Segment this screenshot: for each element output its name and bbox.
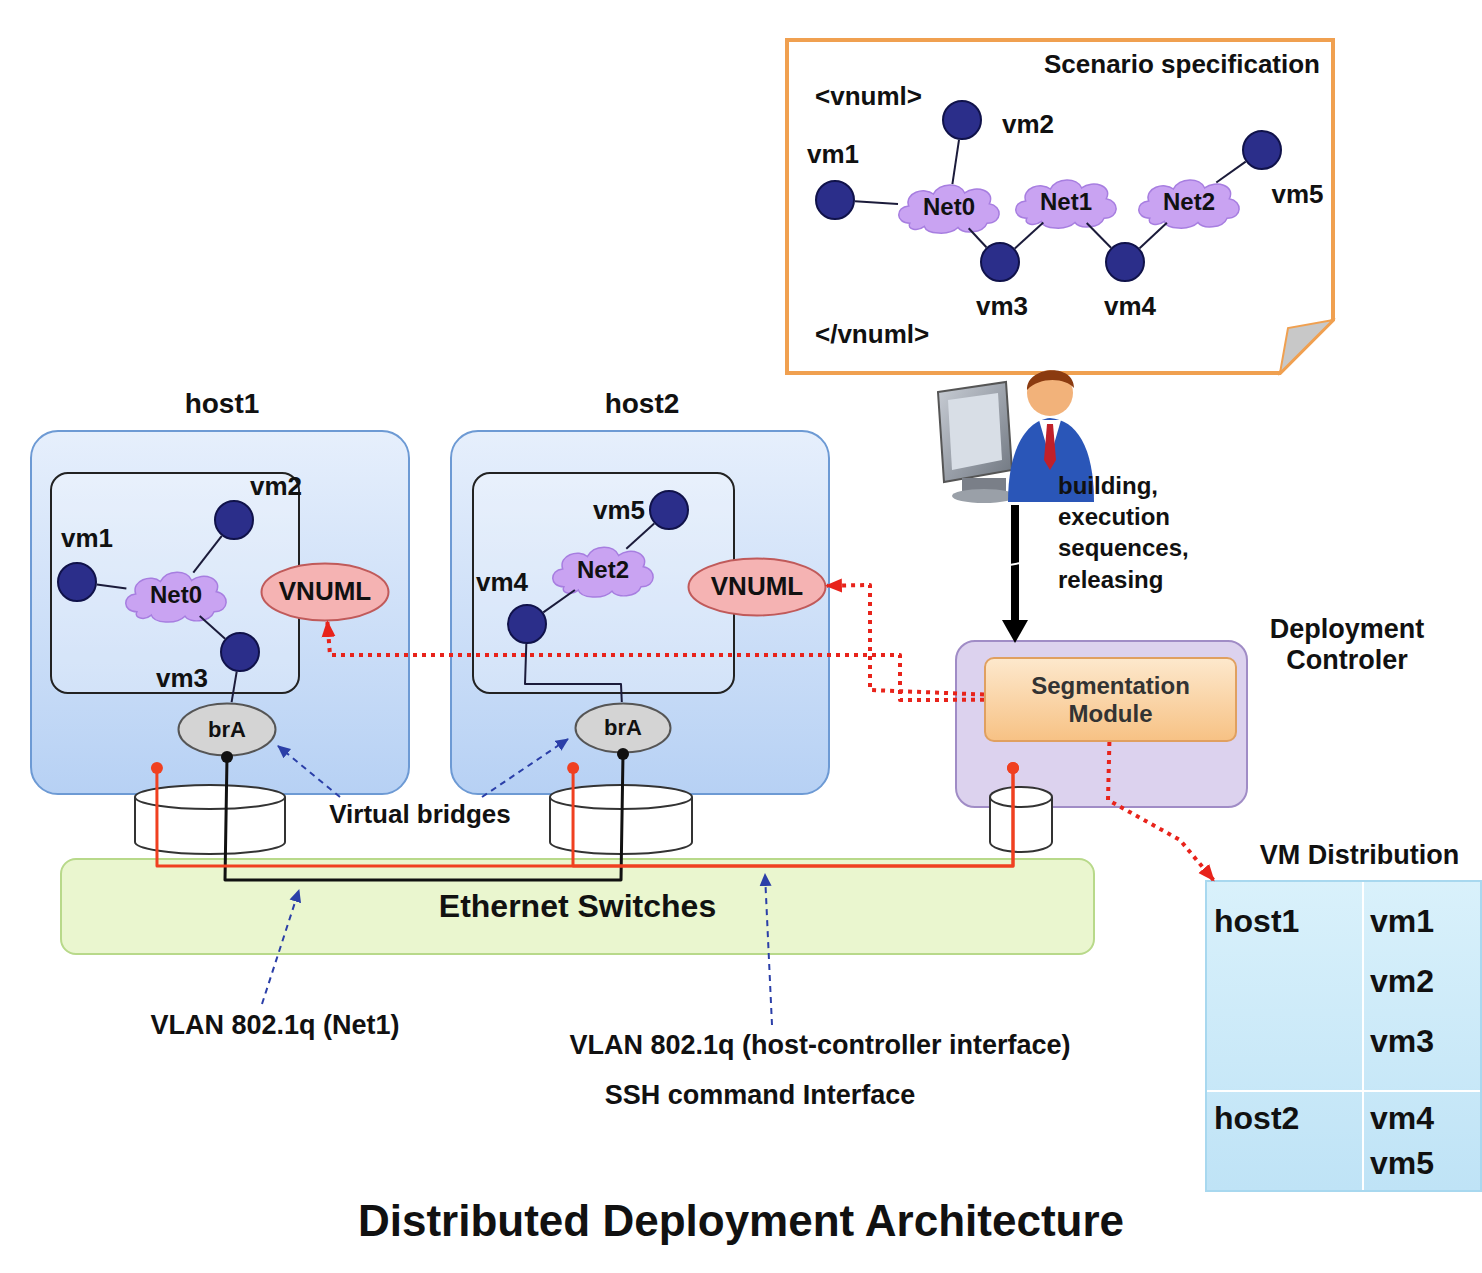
command-arrow (1002, 505, 1028, 643)
annotation-label: VLAN 802.1q (host-controller interface) (470, 1030, 1170, 1061)
node-text: Scenario specification (975, 50, 1320, 80)
virtual-bridge: brA (177, 702, 277, 757)
node-text: brA (604, 715, 642, 740)
table-cell: vm2 (1370, 963, 1480, 1000)
node-text: brA (208, 717, 246, 742)
vm-circle: vm1 (815, 180, 855, 220)
network-cloud: Net1 (1010, 175, 1122, 229)
vm-circle: vm3 (980, 242, 1020, 282)
circle-outline (1105, 242, 1145, 282)
network-cloud: Net0 (120, 567, 232, 623)
network-cloud: Net2 (1133, 175, 1245, 229)
vm-label: vm2 (998, 110, 1058, 140)
node-text: <vnuml> (815, 82, 975, 112)
annotation-label: building, execution sequences, releasing (1058, 470, 1218, 595)
table-cell: vm4 (1370, 1100, 1480, 1137)
scenario-document: <vnuml>Scenario specification </vnuml> vm1… (785, 38, 1335, 375)
vm-label: vm1 (57, 524, 117, 554)
diagram-caption: Distributed Deployment Architecture (0, 1196, 1482, 1247)
node-text: host1 (32, 388, 412, 420)
vnuml-ellipse: VNUML (687, 557, 827, 617)
annotation-label: Virtual bridges (305, 800, 535, 830)
annotation-label: VLAN 802.1q (Net1) (95, 1010, 455, 1041)
network-cloud: Net2 (547, 542, 659, 598)
network-cloud: Net0 (893, 180, 1005, 234)
circle-outline (980, 242, 1020, 282)
node-text: Net0 (923, 193, 975, 221)
cylinder-icons (135, 785, 1052, 854)
circle-outline (214, 500, 254, 540)
node-text: VM Distribution (1242, 840, 1477, 871)
table-cell: host1 (1214, 903, 1354, 940)
vm-label: vm2 (246, 472, 306, 502)
node-text: Net2 (577, 556, 629, 584)
vm-label: vm5 (1270, 180, 1325, 210)
annotation-label: SSH command Interface (420, 1080, 1100, 1111)
table-cell: host2 (1214, 1100, 1354, 1137)
vm-circle: vm5 (649, 490, 689, 530)
vm-circle: vm4 (1105, 242, 1145, 282)
ethernet-switch-band: Ethernet Switches (60, 858, 1095, 955)
vm-circle: vm2 (942, 100, 982, 140)
table-divider (1207, 1090, 1480, 1092)
host-box: host2vm5vm4Net2VNUMLbrA (450, 430, 830, 795)
vm-label: vm3 (972, 292, 1032, 322)
table-cell: vm1 (1370, 903, 1480, 940)
circle-outline (815, 180, 855, 220)
circle-outline (507, 604, 547, 644)
table-cell: vm5 (1370, 1145, 1480, 1182)
host-box: host1vm2vm1Net0VNUMLvm3brA (30, 430, 410, 795)
circle-outline (57, 562, 97, 602)
controller-box: Deployment ControlerSegmentation Module (955, 640, 1248, 808)
segmentation-module: Segmentation Module (984, 657, 1237, 742)
vm-label: vm4 (1100, 292, 1160, 322)
vnuml-ellipse: VNUML (260, 562, 390, 622)
vm-circle: vm3 (220, 632, 260, 672)
node-text: Net1 (1040, 188, 1092, 216)
virtual-bridge: brA (574, 702, 672, 754)
vm-label: vm5 (590, 496, 645, 526)
node-text: host2 (452, 388, 832, 420)
vm-circle: vm5 (1242, 130, 1282, 170)
vm-circle: vm4 (507, 604, 547, 644)
node-text: Segmentation Module (1006, 672, 1215, 727)
circle-outline (220, 632, 260, 672)
vm-circle: vm2 (214, 500, 254, 540)
node-text: </vnuml> (815, 320, 985, 350)
node-text: Net2 (1163, 188, 1215, 216)
node-text: VNUML (279, 577, 371, 607)
vm-label: vm3 (152, 664, 212, 694)
vm-circle: vm1 (57, 562, 97, 602)
table-divider (1362, 882, 1364, 1190)
circle-outline (1242, 130, 1282, 170)
node-text: VNUML (711, 572, 803, 602)
circle-outline (649, 490, 689, 530)
node-text: Net0 (150, 581, 202, 609)
node-text: Ethernet Switches (439, 888, 716, 925)
circle-outline (942, 100, 982, 140)
node-text: Deployment Controler (1252, 614, 1442, 676)
vm-label: vm1 (803, 140, 863, 170)
table-cell: vm3 (1370, 1023, 1480, 1060)
vm-label: vm4 (472, 568, 532, 598)
